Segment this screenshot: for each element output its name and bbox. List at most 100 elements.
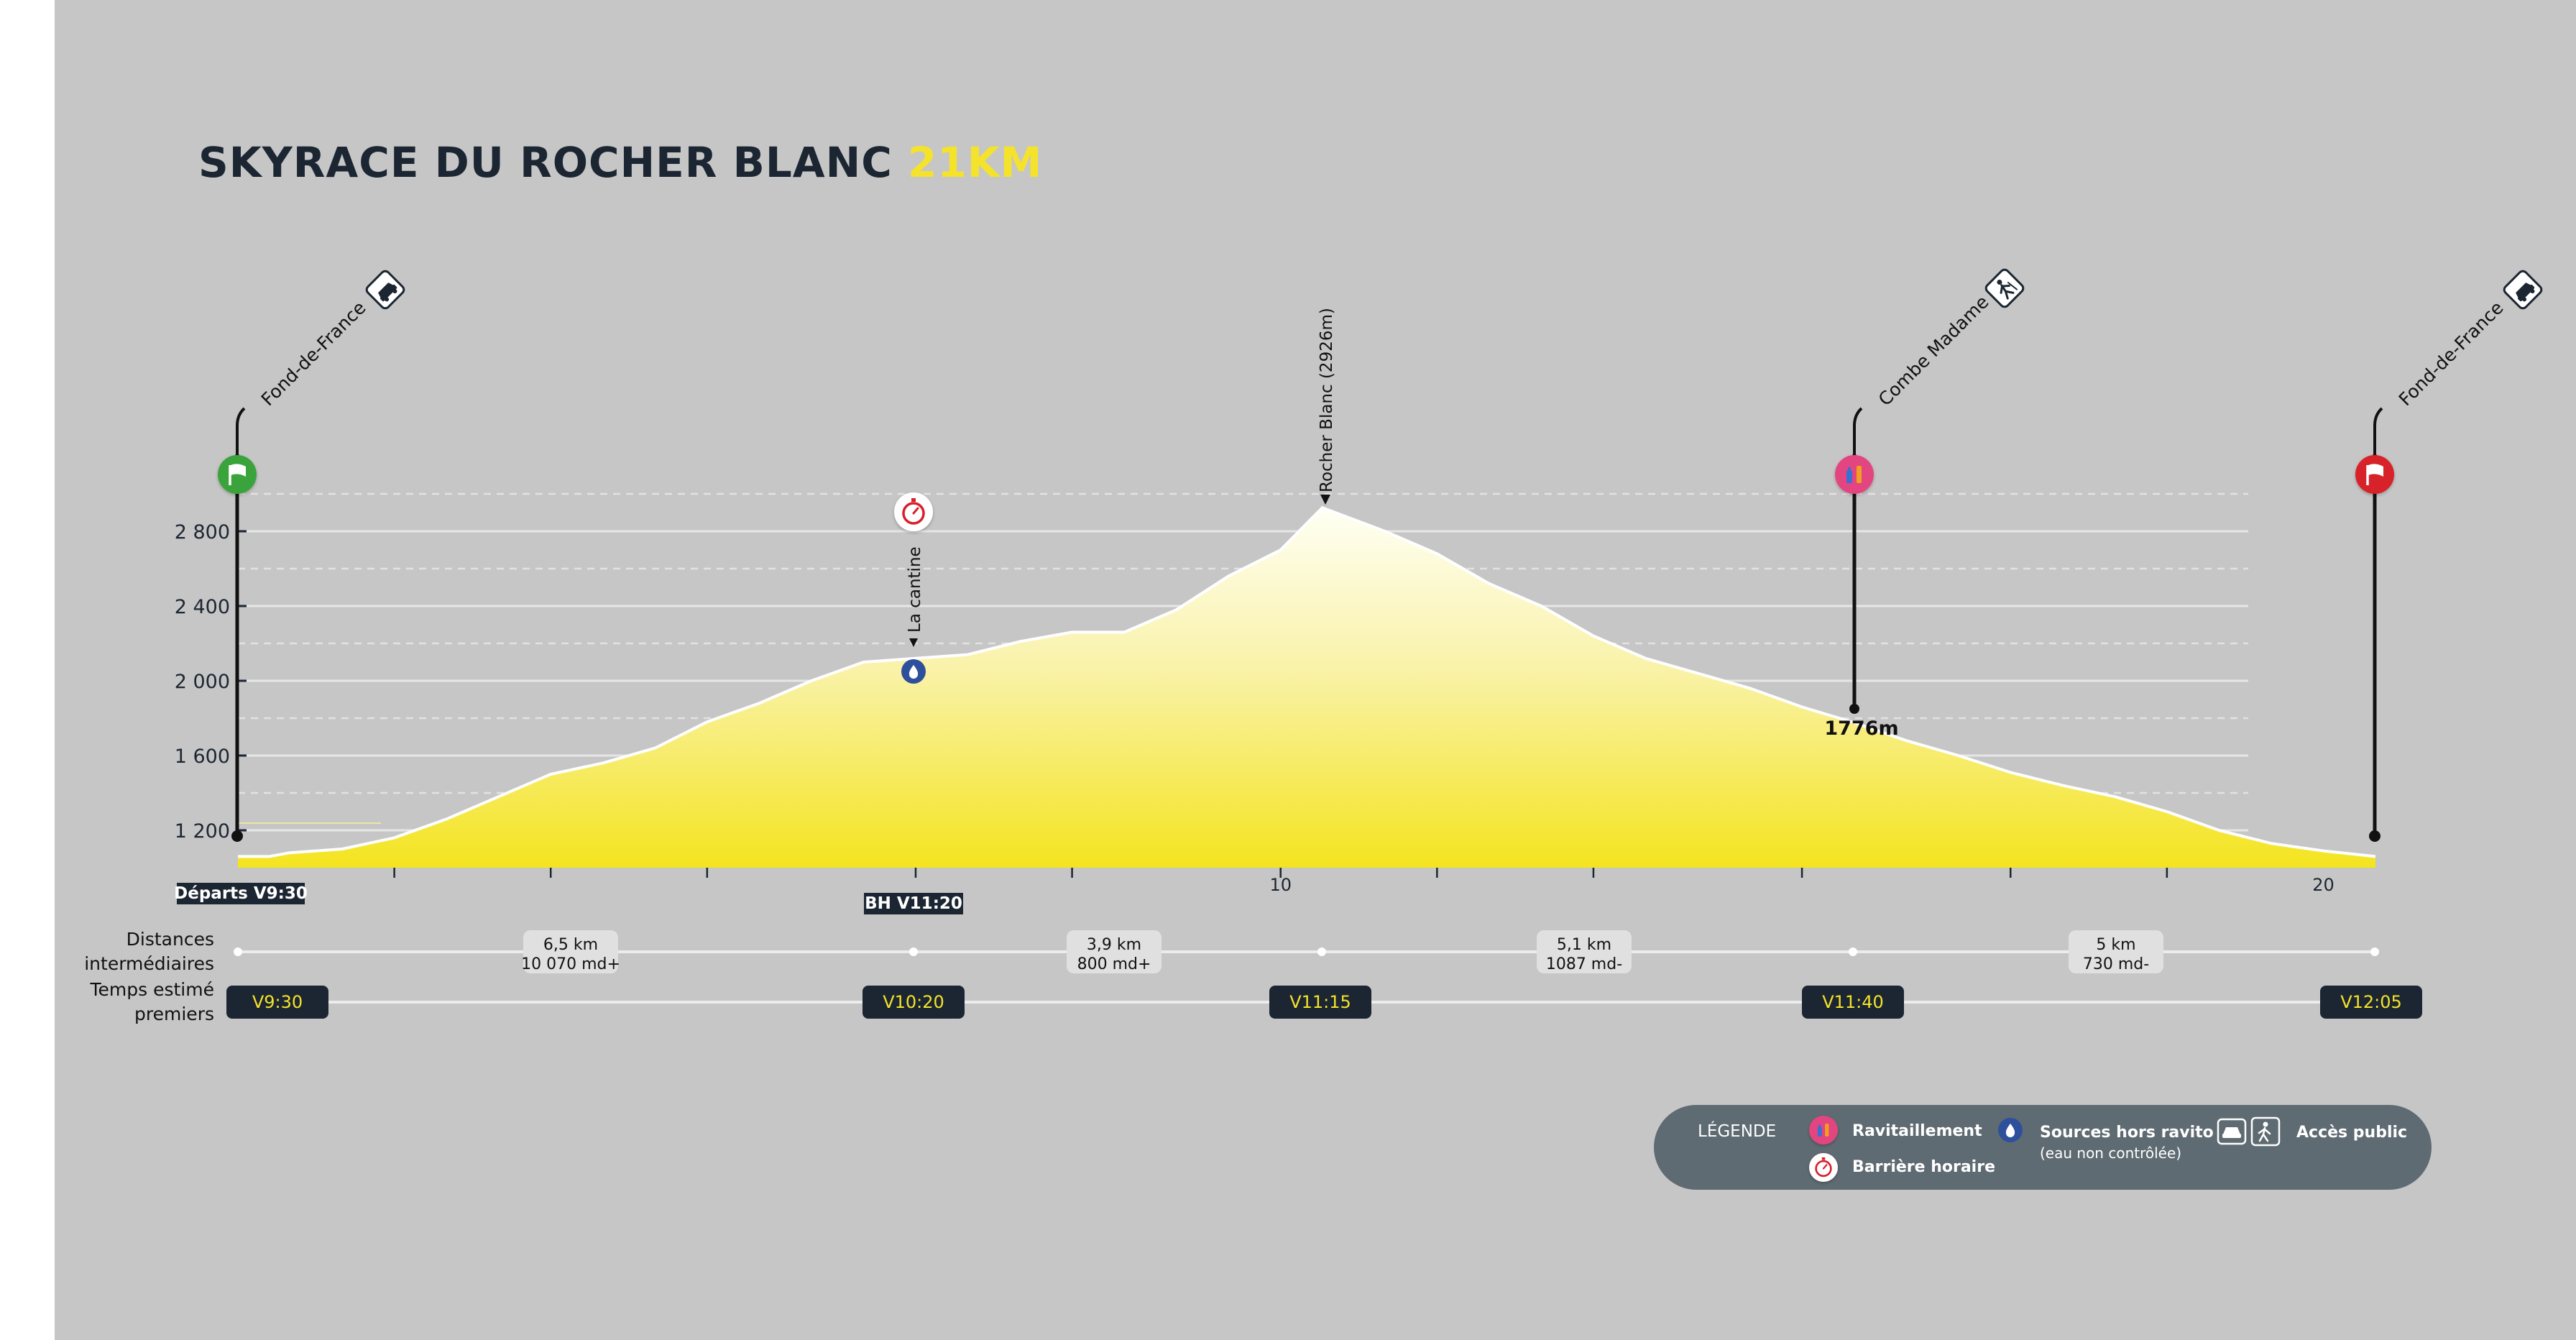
clock-hand xyxy=(912,507,919,515)
distance-node xyxy=(234,947,242,956)
legend-panel xyxy=(1654,1105,2432,1190)
bar-shape xyxy=(1825,1124,1829,1137)
elevation-line xyxy=(238,506,2376,858)
hiker-icon-body xyxy=(2258,1126,2271,1142)
cantine-waypoint-label: La cantine xyxy=(906,546,924,633)
start-waypoint-label: Fond-de-France xyxy=(257,297,370,410)
bottle-shape xyxy=(1817,1126,1822,1137)
time-chip-bg xyxy=(2320,986,2422,1019)
flag-cloth xyxy=(231,464,246,477)
legend-ravito-icon-circle xyxy=(1809,1116,1838,1144)
segment-distance: 3,9 km xyxy=(1087,936,1141,954)
legend-ravito-icon xyxy=(1809,1116,1838,1144)
legend-ravito-label: Ravitaillement xyxy=(1852,1122,1982,1140)
legend-water-label: Sources hors ravito xyxy=(2040,1124,2214,1142)
time-chip-bg xyxy=(1802,986,1904,1019)
hiker-icon-head xyxy=(1997,280,2002,285)
hiker-icon-body xyxy=(2000,284,2015,300)
ravito-point xyxy=(1849,704,1859,714)
legend-water-icon xyxy=(1998,1118,2023,1142)
time-chip: V10:20 xyxy=(862,986,965,1019)
distance-node xyxy=(2370,947,2379,956)
legend-water-note: (eau non contrôlée) xyxy=(2040,1144,2181,1162)
car-icon-wheel xyxy=(385,297,390,302)
x-tick-label: 10 xyxy=(1269,875,1292,895)
time-chip-text: V9:30 xyxy=(252,992,303,1012)
car-icon-frame xyxy=(2217,1118,2247,1145)
car-icon-body xyxy=(378,283,395,299)
hiker-icon-frame xyxy=(2250,1116,2281,1147)
distance-node xyxy=(1317,947,1326,956)
distances-label-line2: intermédiaires xyxy=(84,953,214,974)
bottle-cap xyxy=(1818,1124,1821,1127)
time-chip: V11:15 xyxy=(1269,986,1371,1019)
finish-flag-icon xyxy=(2355,455,2394,494)
clock-rim xyxy=(1815,1160,1832,1178)
car-icon-body xyxy=(2516,283,2532,299)
time-chip: V9:30 xyxy=(226,986,328,1019)
clock-rim xyxy=(902,502,925,525)
bottle-cap xyxy=(1848,467,1851,470)
drop-shape xyxy=(2005,1124,2015,1137)
hiker-icon-head xyxy=(2263,1121,2268,1127)
car-icon-base xyxy=(380,285,397,302)
start-point xyxy=(231,830,243,842)
title-main: SKYRACE DU ROCHER BLANC xyxy=(198,138,893,187)
ravito-leader xyxy=(1853,407,1863,454)
segment-distance: 5,1 km xyxy=(1557,936,1611,954)
finish-flag-icon-circle xyxy=(2355,455,2394,494)
start-car-icon xyxy=(365,270,405,310)
cantine-water-icon xyxy=(901,659,926,684)
elevation-area xyxy=(238,508,2375,868)
clock-crown xyxy=(911,498,916,502)
start-time-tag-bg xyxy=(177,883,305,904)
barrier-time-tag-text: BH V11:20 xyxy=(865,894,962,913)
cantine-arrow xyxy=(909,638,918,647)
finish-waypoint-label: Fond-de-France xyxy=(2395,297,2508,410)
start-time-tag-text: Départs V9:30 xyxy=(174,884,308,903)
car-icon-body xyxy=(2223,1127,2240,1134)
segment-box-bg xyxy=(523,930,618,973)
title-distance: 21KM xyxy=(908,138,1043,187)
time-chip: V11:40 xyxy=(1802,986,1904,1019)
segment-elevation: 10 070 md+ xyxy=(521,955,620,973)
car-icon-base xyxy=(2222,1134,2241,1138)
ravito-hiker-icon xyxy=(1984,268,2025,308)
time-chip-text: V11:40 xyxy=(1822,992,1884,1012)
finish-leader xyxy=(2373,407,2383,454)
barrier-time-tag: BH V11:20 xyxy=(864,893,963,914)
segment-elevation: 1087 md- xyxy=(1546,955,1622,973)
bottle-shape xyxy=(1846,470,1852,483)
distances-label-line1: Distances xyxy=(126,929,214,950)
time-chip-text: V10:20 xyxy=(883,992,944,1012)
segment-elevation: 800 md+ xyxy=(1077,955,1151,973)
barrier-clock-icon xyxy=(894,492,933,531)
segment-elevation: 730 md- xyxy=(2083,955,2149,973)
segment-box-bg xyxy=(1537,930,1632,973)
legend-access-label: Accès public xyxy=(2296,1124,2407,1142)
legend-hiker-icon xyxy=(2250,1116,2281,1147)
barrier-time-tag-bg xyxy=(864,893,963,914)
bar-shape xyxy=(1857,466,1862,483)
times-label-line1: Temps estimé xyxy=(90,979,215,1000)
start-leader xyxy=(236,407,246,454)
start-flag-icon-circle xyxy=(218,455,257,494)
ravito-icon-circle xyxy=(1835,455,1874,494)
finish-point xyxy=(2369,830,2380,842)
segment-box-bg xyxy=(2069,930,2163,973)
summit-arrow xyxy=(1320,495,1330,505)
time-chip: V12:05 xyxy=(2320,986,2422,1019)
segment-distance: 5 km xyxy=(2096,936,2135,954)
legend-title: LÉGENDE xyxy=(1698,1121,1776,1141)
car-icon-base xyxy=(2518,285,2535,302)
y-tick-label: 2 000 xyxy=(175,671,230,693)
y-tick-label: 1 600 xyxy=(175,745,230,768)
distance-node xyxy=(1849,947,1857,956)
times-label-line2: premiers xyxy=(134,1004,214,1024)
x-tick-label: 20 xyxy=(2312,875,2334,895)
segment-distance: 6,5 km xyxy=(543,936,598,954)
flag-cloth xyxy=(2368,464,2383,477)
